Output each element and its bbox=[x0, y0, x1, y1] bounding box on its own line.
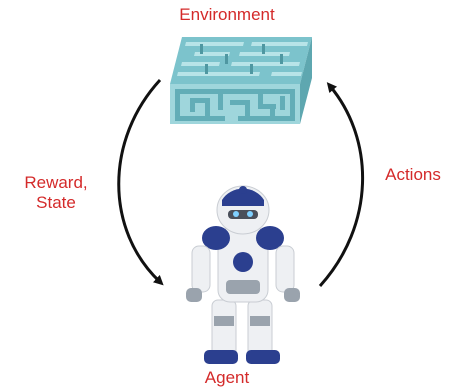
robot-icon bbox=[186, 185, 300, 364]
reward-label-line1: Reward, bbox=[24, 173, 88, 192]
reward-label-line2: State bbox=[36, 193, 76, 212]
reward-state-label: Reward, State bbox=[16, 173, 96, 213]
maze-icon bbox=[170, 37, 312, 124]
environment-label: Environment bbox=[179, 5, 275, 24]
actions-label: Actions bbox=[385, 165, 441, 184]
agent-label: Agent bbox=[204, 368, 250, 387]
reward-state-arrow bbox=[117, 78, 164, 286]
actions-arrow bbox=[318, 82, 364, 288]
